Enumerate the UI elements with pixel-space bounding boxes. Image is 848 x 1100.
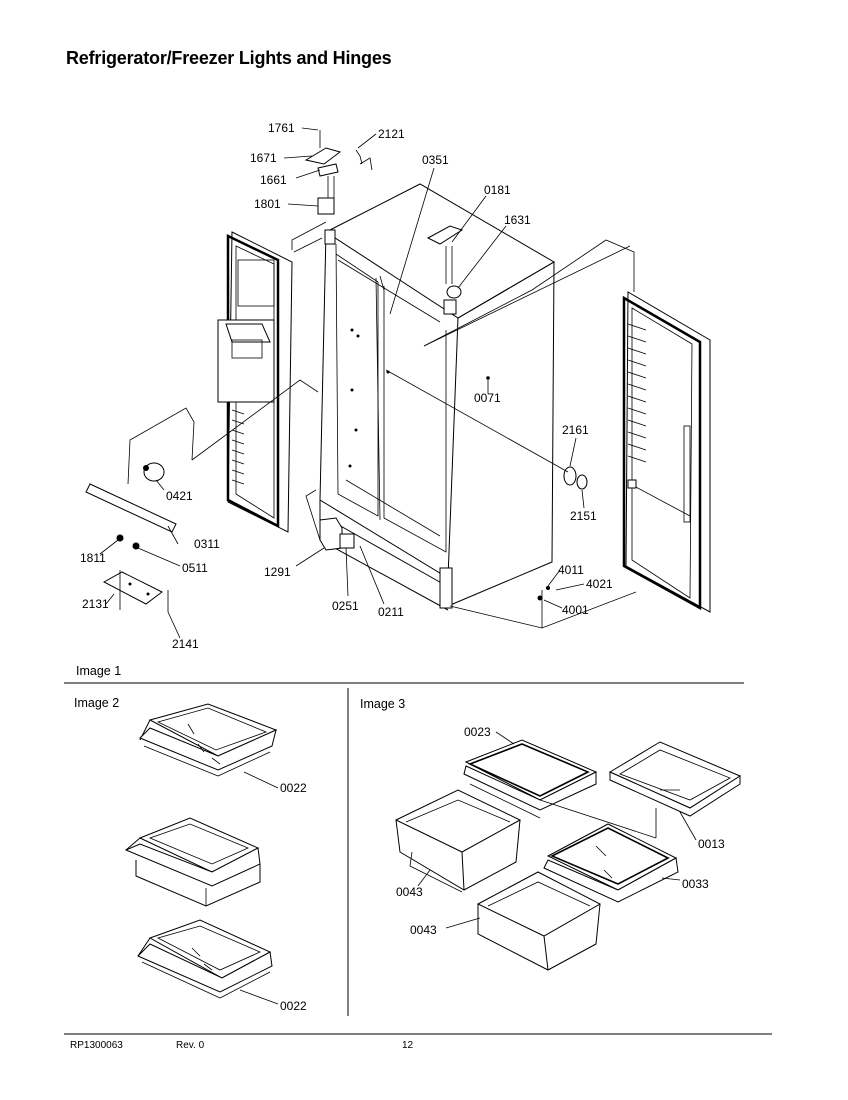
callout-0022-bottom: 0022 (280, 999, 307, 1013)
callout-0043-bottom: 0043 (410, 923, 437, 937)
callout-0211: 0211 (378, 605, 404, 619)
callout-1811: 1811 (80, 551, 106, 565)
callout-2141: 2141 (172, 637, 199, 651)
callout-2161: 2161 (562, 423, 589, 437)
callout-4001: 4001 (562, 603, 589, 617)
callout-0022-top: 0022 (280, 781, 307, 795)
callout-0033: 0033 (682, 877, 709, 891)
right-hinge-assembly (426, 225, 464, 299)
callout-2131: 2131 (82, 597, 109, 611)
callout-0351: 0351 (422, 153, 449, 167)
assembly-lines (127, 221, 637, 629)
callout-0023: 0023 (464, 725, 491, 739)
callout-1631: 1631 (504, 213, 531, 227)
image2-shelves (124, 703, 278, 999)
callout-0013: 0013 (698, 837, 725, 851)
footer-doc-number: RP1300063 (70, 1040, 123, 1051)
top-hinge-assembly (304, 130, 373, 215)
callout-leaders (99, 127, 585, 639)
callout-4021: 4021 (586, 577, 613, 591)
image3-parts (394, 739, 742, 971)
callout-1291: 1291 (264, 565, 291, 579)
callout-1661: 1661 (260, 173, 287, 187)
callout-4011: 4011 (558, 563, 584, 577)
callout-0421: 0421 (166, 489, 193, 503)
image2-leaders (239, 771, 279, 1005)
page-title: Refrigerator/Freezer Lights and Hinges (66, 48, 392, 68)
callout-2151: 2151 (570, 509, 597, 523)
section-label-image1: Image 1 (76, 664, 121, 678)
callout-0251: 0251 (332, 599, 359, 613)
light-parts (85, 376, 588, 612)
section-label-image2: Image 2 (74, 696, 119, 710)
freezer-door (217, 231, 293, 533)
callout-2121: 2121 (378, 127, 405, 141)
fresh-food-door (622, 291, 711, 613)
callout-1671: 1671 (250, 151, 277, 165)
callout-0511: 0511 (182, 561, 208, 575)
callout-0311: 0311 (194, 537, 220, 551)
callout-1801: 1801 (254, 197, 281, 211)
section-label-image3: Image 3 (360, 697, 405, 711)
callout-0181: 0181 (484, 183, 511, 197)
callout-labels-image1: 1761 2121 1671 1661 1801 0351 0181 1631 … (80, 121, 613, 651)
callout-1761: 1761 (268, 121, 295, 135)
cabinet-assembly (319, 183, 555, 611)
callout-0071: 0071 (474, 391, 501, 405)
footer-revision: Rev. 0 (176, 1040, 205, 1051)
image3-leaders (417, 731, 697, 929)
callout-0043-top: 0043 (396, 885, 423, 899)
footer-page-number: 12 (402, 1040, 414, 1051)
